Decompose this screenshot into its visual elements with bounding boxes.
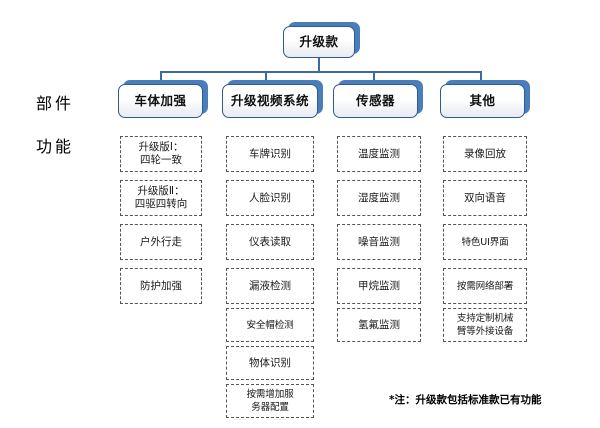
leaf-box[interactable]: 物体识别 bbox=[226, 346, 314, 380]
leaf-label: 按需网络部署 bbox=[456, 280, 514, 292]
leaf-label: 按需增加服 务器配置 bbox=[246, 389, 294, 413]
leaf-box[interactable]: 升级版Ⅰ： 四轮一致 bbox=[120, 136, 202, 172]
branch-node-label: 升级视频系统 bbox=[230, 92, 309, 108]
leaf-label: 噪音监测 bbox=[358, 235, 400, 248]
leaf-box[interactable]: 车牌识别 bbox=[226, 136, 314, 172]
leaf-box[interactable]: 双向语音 bbox=[443, 180, 527, 216]
leaf-label: 双向语音 bbox=[464, 191, 506, 204]
leaf-label: 防护加强 bbox=[140, 279, 182, 292]
connector-drop-branch-4 bbox=[480, 71, 482, 84]
leaf-label: 物体识别 bbox=[249, 356, 291, 369]
connector-drop-branch-2 bbox=[265, 71, 267, 84]
leaf-box[interactable]: 漏液检测 bbox=[226, 268, 314, 304]
connector-horizontal-bus bbox=[160, 71, 481, 73]
connector-drop-branch-1 bbox=[160, 71, 162, 84]
leaf-label: 湿度监测 bbox=[358, 191, 400, 204]
leaf-label: 仪表读取 bbox=[249, 235, 291, 248]
leaf-box[interactable]: 录像回放 bbox=[443, 136, 527, 172]
connector-drop-branch-3 bbox=[373, 71, 375, 84]
leaf-label: 户外行走 bbox=[140, 235, 182, 248]
leaf-label: 氢氟监测 bbox=[358, 318, 400, 331]
leaf-box[interactable]: 防护加强 bbox=[120, 268, 202, 304]
leaf-label: 特色UI界面 bbox=[461, 236, 509, 248]
branch-node-label: 其他 bbox=[469, 92, 496, 108]
leaf-label: 人脸识别 bbox=[249, 191, 291, 204]
row-label-functions: 功能 bbox=[36, 137, 75, 156]
leaf-box[interactable]: 氢氟监测 bbox=[337, 308, 421, 342]
leaf-label: 漏液检测 bbox=[249, 279, 291, 292]
leaf-label: 升级版Ⅰ： 四轮一致 bbox=[138, 141, 184, 166]
leaf-label: 安全帽检测 bbox=[246, 319, 294, 331]
footnote-text: *注：升级款包括标准款已有功能 bbox=[389, 394, 542, 406]
leaf-box[interactable]: 按需增加服 务器配置 bbox=[226, 384, 314, 418]
leaf-box[interactable]: 甲烷监测 bbox=[337, 268, 421, 304]
leaf-box[interactable]: 按需网络部署 bbox=[443, 268, 527, 304]
leaf-box[interactable]: 支持定制机械 臂等外接设备 bbox=[443, 308, 527, 342]
leaf-label: 升级版Ⅱ： 四驱四转向 bbox=[134, 185, 188, 210]
branch-node-face: 车体加强 bbox=[118, 84, 203, 118]
leaf-box[interactable]: 噪音监测 bbox=[337, 224, 421, 260]
root-node-label: 升级款 bbox=[299, 33, 339, 49]
leaf-box[interactable]: 仪表读取 bbox=[226, 224, 314, 260]
leaf-box[interactable]: 湿度监测 bbox=[337, 180, 421, 216]
branch-node-sensors[interactable]: 传感器 bbox=[333, 80, 423, 118]
row-label-components: 部件 bbox=[36, 94, 75, 113]
leaf-box[interactable]: 人脸识别 bbox=[226, 180, 314, 216]
leaf-box[interactable]: 升级版Ⅱ： 四驱四转向 bbox=[120, 180, 202, 216]
branch-node-body-reinforcement[interactable]: 车体加强 bbox=[118, 80, 208, 118]
branch-node-label: 传感器 bbox=[355, 92, 395, 108]
leaf-label: 温度监测 bbox=[358, 147, 400, 160]
branch-node-face: 传感器 bbox=[333, 84, 418, 118]
branch-node-face: 升级视频系统 bbox=[222, 84, 318, 118]
root-node-upgrade-model[interactable]: 升级款 bbox=[283, 22, 360, 58]
leaf-label: 甲烷监测 bbox=[358, 279, 400, 292]
root-node-face: 升级款 bbox=[283, 26, 355, 58]
connector-root-stem bbox=[318, 58, 320, 72]
leaf-label: 支持定制机械 臂等外接设备 bbox=[456, 313, 514, 337]
leaf-box[interactable]: 特色UI界面 bbox=[443, 224, 527, 260]
branch-node-others[interactable]: 其他 bbox=[440, 80, 530, 118]
leaf-box[interactable]: 安全帽检测 bbox=[226, 308, 314, 342]
leaf-label: 录像回放 bbox=[464, 147, 506, 160]
branch-node-label: 车体加强 bbox=[134, 92, 187, 108]
leaf-box[interactable]: 户外行走 bbox=[120, 224, 202, 260]
leaf-box[interactable]: 温度监测 bbox=[337, 136, 421, 172]
branch-node-video-system[interactable]: 升级视频系统 bbox=[222, 80, 323, 118]
branch-node-face: 其他 bbox=[440, 84, 525, 118]
leaf-label: 车牌识别 bbox=[249, 147, 291, 160]
